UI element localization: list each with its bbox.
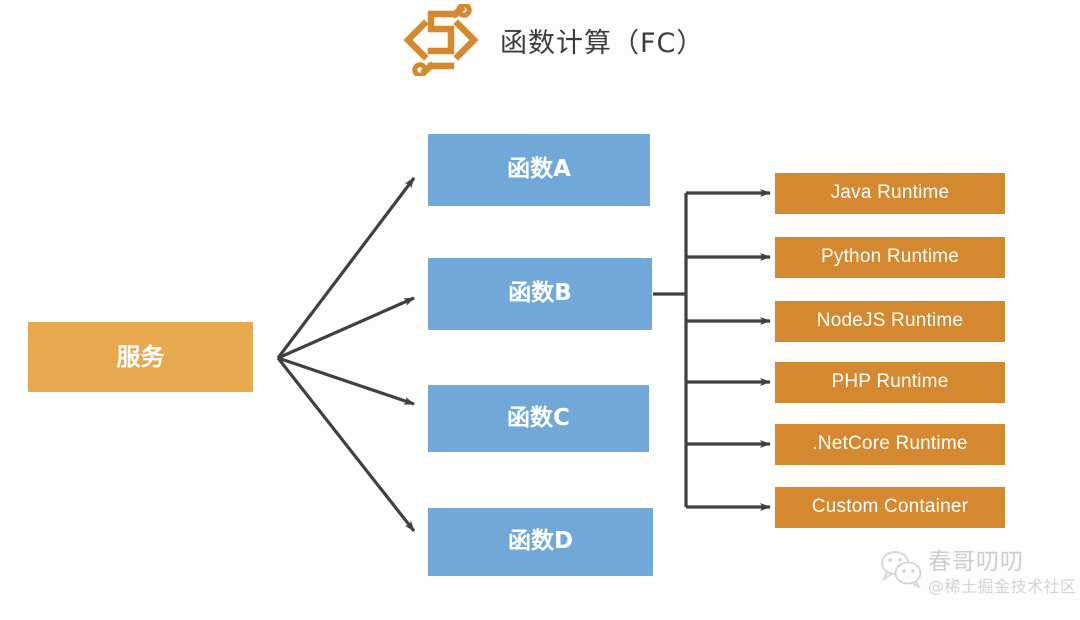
function-box-a-label: 函数A — [507, 156, 571, 183]
fc-brackets-logo-icon — [403, 4, 479, 76]
runtime-box-php-label: PHP Runtime — [831, 371, 949, 393]
runtime-box-netcore[interactable]: .NetCore Runtime — [775, 424, 1005, 465]
runtime-box-python[interactable]: Python Runtime — [775, 237, 1005, 278]
service-to-function-edges — [276, 177, 416, 532]
edge-service-to-fnC — [277, 356, 415, 406]
edge-service-to-fnA — [276, 177, 416, 359]
runtime-box-netcore-label: .NetCore Runtime — [812, 433, 968, 455]
function-box-b-label: 函数B — [508, 280, 572, 307]
watermark: 春哥叨叨 @稀土掘金技术社区 — [878, 540, 1078, 614]
watermark-handle: @稀土掘金技术社区 — [928, 577, 1077, 596]
runtime-box-nodejs-label: NodeJS Runtime — [816, 310, 964, 332]
function-box-c-label: 函数C — [507, 404, 570, 431]
watermark-name: 春哥叨叨 — [928, 549, 1024, 575]
runtime-box-php[interactable]: PHP Runtime — [775, 362, 1005, 403]
diagram-header: 函数计算（FC） — [398, 4, 704, 76]
function-box-b[interactable]: 函数B — [428, 258, 652, 330]
runtime-box-java[interactable]: Java Runtime — [775, 173, 1005, 214]
page-title: 函数计算（FC） — [500, 27, 705, 59]
edge-service-to-fnD — [276, 357, 416, 532]
runtime-box-nodejs[interactable]: NodeJS Runtime — [775, 301, 1005, 342]
service-box-label: 服务 — [116, 342, 165, 371]
function-box-d-label: 函数D — [507, 528, 574, 555]
function-box-a[interactable]: 函数A — [428, 134, 650, 206]
watermark-text: 春哥叨叨 @稀土掘金技术社区 — [928, 540, 1077, 597]
runtime-box-custom-container-label: Custom Container — [811, 496, 969, 518]
wechat-bubbles-icon — [881, 551, 922, 588]
runtime-branch-edges — [686, 189, 771, 511]
runtime-box-custom-container[interactable]: Custom Container — [775, 487, 1005, 528]
edge-service-to-fnB — [277, 296, 415, 360]
service-box[interactable]: 服务 — [28, 322, 253, 392]
runtime-box-java-label: Java Runtime — [830, 182, 950, 204]
function-to-runtime-edges — [653, 193, 688, 507]
function-box-d[interactable]: 函数D — [428, 508, 653, 576]
function-box-c[interactable]: 函数C — [428, 385, 649, 452]
runtime-box-python-label: Python Runtime — [821, 246, 959, 268]
